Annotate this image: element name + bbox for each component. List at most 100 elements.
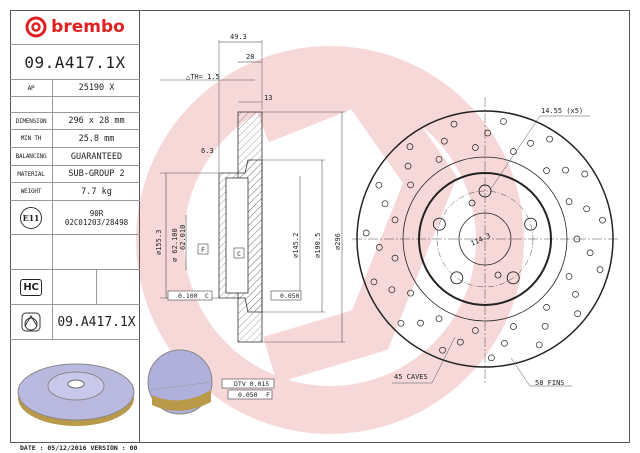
drill-hole bbox=[456, 338, 464, 346]
spec-label: DIMENSION bbox=[10, 113, 53, 129]
drill-hole bbox=[501, 339, 508, 347]
drill-hole bbox=[510, 323, 517, 330]
e11-approval-mark: E11 bbox=[20, 206, 42, 229]
drill-hole bbox=[535, 341, 543, 349]
dim-bolt-holes: 14.55 (x5) bbox=[541, 107, 583, 115]
dim-hat: 13 bbox=[264, 94, 272, 102]
drill-hole bbox=[404, 162, 412, 170]
drill-hole bbox=[375, 244, 383, 251]
drill-hole bbox=[397, 319, 405, 327]
tol-parallel: 0.100 bbox=[178, 292, 198, 300]
drill-hole bbox=[573, 235, 581, 243]
dim-thickness: 28 bbox=[246, 53, 254, 61]
tol-runout: 0.050 bbox=[238, 391, 258, 399]
drill-hole bbox=[488, 354, 495, 362]
drill-hole bbox=[450, 120, 458, 128]
drill-hole bbox=[435, 155, 443, 163]
drill-hole bbox=[543, 304, 550, 311]
pin-hole bbox=[494, 271, 502, 279]
spec-value: 25190 X bbox=[78, 83, 115, 93]
drill-hole bbox=[541, 322, 549, 330]
spec-value: GUARANTEED bbox=[70, 151, 123, 162]
drill-hole bbox=[527, 139, 534, 147]
spec-label: BALANCING bbox=[10, 148, 53, 165]
spec-label: WEIGHT bbox=[10, 183, 53, 200]
brand-logo: brembo bbox=[10, 10, 140, 45]
dim-offset: 6.3 bbox=[201, 147, 214, 155]
bolt-hole bbox=[432, 217, 446, 231]
drill-hole bbox=[406, 143, 414, 151]
dim-overall-height: 49.3 bbox=[230, 33, 247, 41]
pin-hole bbox=[468, 199, 476, 207]
tol-runout-ref: F bbox=[266, 391, 270, 399]
brand-name: brembo bbox=[51, 17, 125, 37]
dim-bore-min: 62.010 bbox=[179, 225, 187, 250]
drill-hole bbox=[596, 266, 604, 273]
approval-line2: 02C01203/28498 bbox=[64, 217, 129, 227]
bolt-hole bbox=[506, 271, 520, 285]
drill-hole bbox=[381, 200, 389, 208]
datum-c: C bbox=[237, 250, 241, 258]
hc-badge: HC bbox=[20, 278, 42, 296]
label-fins: 58 FINS bbox=[535, 379, 565, 387]
drill-hole bbox=[510, 148, 517, 155]
disc-pad-icon bbox=[21, 312, 41, 332]
part-number: 09.A417.1X bbox=[24, 52, 126, 72]
drill-hole bbox=[375, 181, 383, 189]
tol-flatness: 0.050 bbox=[280, 292, 300, 300]
spec-label: AP bbox=[10, 80, 53, 96]
drill-hole bbox=[472, 327, 479, 334]
bolt-hole bbox=[478, 184, 492, 198]
disc-3d-render bbox=[17, 363, 135, 426]
spec-value: 25.8 mm bbox=[78, 133, 115, 144]
spec-label: MATERIAL bbox=[10, 166, 53, 182]
spec-label: MIN TH bbox=[10, 130, 53, 147]
footer-part-number: 09.A417.1X bbox=[57, 314, 136, 330]
drill-hole bbox=[586, 249, 594, 257]
spec-value: SUB-GROUP 2 bbox=[68, 169, 125, 179]
drill-hole bbox=[417, 319, 424, 327]
drill-hole bbox=[362, 229, 370, 237]
bolt-hole bbox=[524, 217, 538, 231]
drill-hole bbox=[391, 216, 399, 224]
drill-hole bbox=[581, 170, 589, 178]
drill-hole bbox=[574, 310, 581, 318]
disc-front-view bbox=[352, 97, 620, 385]
drill-hole bbox=[562, 166, 569, 174]
drill-hole bbox=[472, 144, 479, 151]
drill-hole bbox=[543, 167, 550, 174]
tol-dtv: DTV 0.015 bbox=[234, 380, 269, 388]
label-caves: 45 CAVES bbox=[394, 373, 428, 381]
drill-hole bbox=[565, 273, 573, 280]
dim-190: ⌀190.5 bbox=[314, 233, 322, 258]
bolt-hole bbox=[450, 271, 464, 285]
drill-hole bbox=[440, 137, 448, 145]
drill-hole bbox=[565, 198, 573, 205]
drill-hole bbox=[435, 315, 443, 323]
dim-pcd: 114.3 bbox=[469, 232, 491, 248]
drawing-frame bbox=[10, 10, 630, 443]
drill-hole bbox=[407, 181, 414, 189]
drill-hole bbox=[439, 346, 446, 354]
dim-delta-th: △TH= 1.5 bbox=[186, 73, 220, 81]
disc-section-view bbox=[160, 40, 345, 343]
dim-outer: ⌀296 bbox=[334, 233, 342, 250]
date-version: DATE : 05/12/2016 VERSION : 00 bbox=[20, 444, 138, 452]
drill-hole bbox=[407, 289, 414, 297]
dim-155: ⌀155.3 bbox=[155, 230, 163, 255]
drill-hole bbox=[546, 135, 553, 143]
tol-parallel-ref: C bbox=[205, 292, 209, 300]
drill-hole bbox=[484, 129, 492, 137]
spec-value: 7.7 kg bbox=[81, 186, 112, 197]
approval-line1: 90R bbox=[89, 208, 104, 218]
spec-panel: brembo 09.A417.1X AP 25190 X DIMENSION 296… bbox=[10, 10, 140, 443]
brembo-logo-icon bbox=[25, 16, 47, 38]
drill-hole bbox=[500, 118, 507, 125]
drill-hole bbox=[583, 205, 590, 213]
spec-value: 296 x 28 mm bbox=[68, 116, 125, 126]
drill-hole bbox=[599, 216, 606, 224]
dim-145: ⌀145.2 bbox=[292, 233, 300, 258]
drill-hole bbox=[370, 278, 378, 286]
